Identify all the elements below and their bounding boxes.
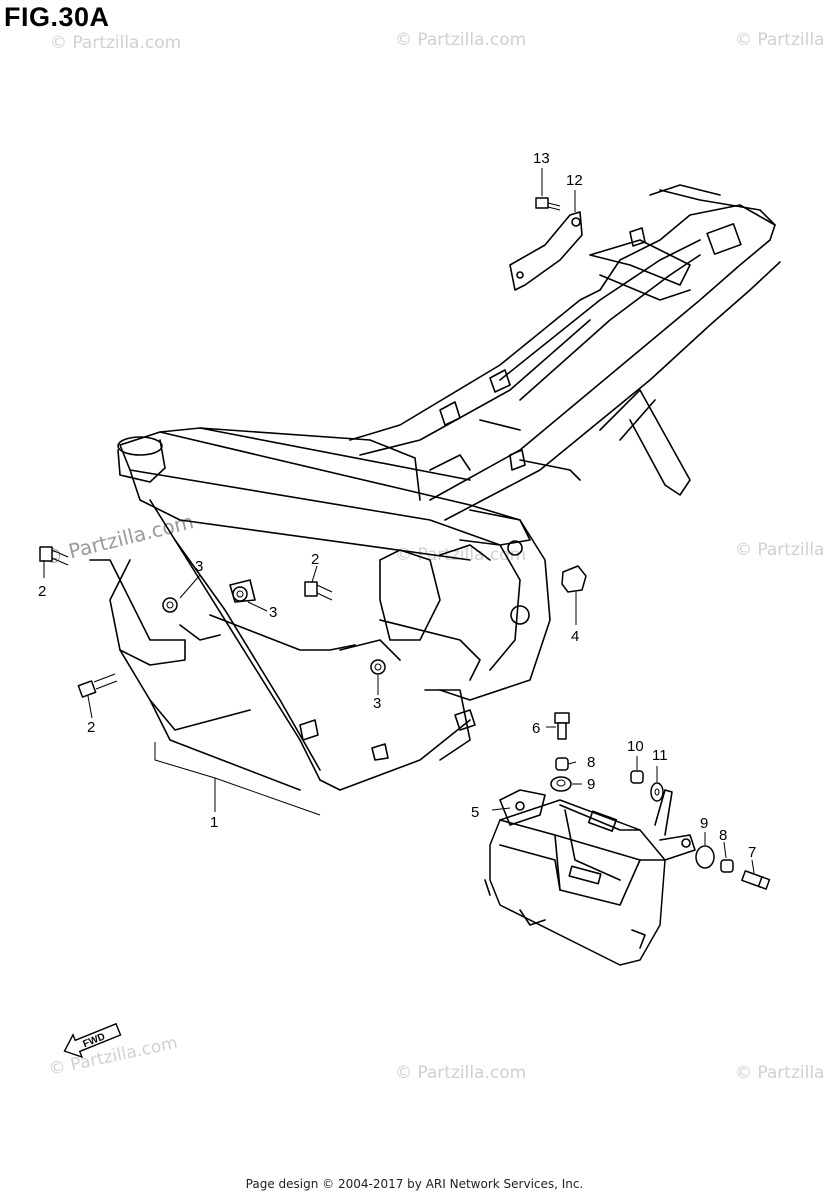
bolt-2-icon	[77, 673, 118, 698]
holder-fasteners	[550, 712, 771, 890]
callout-labels: 13 12 2 2 3 3 3 4 2 1 5 6 8 9 10 11 9 8 …	[38, 150, 756, 861]
nut-10-icon	[630, 770, 644, 784]
watermark: © Partzilla.com	[40, 509, 196, 570]
callout-3: 3	[269, 604, 277, 621]
callout-9: 9	[700, 815, 708, 832]
fwd-arrow-icon	[63, 1022, 122, 1059]
battery-holder-drawing	[484, 789, 696, 966]
callout-6: 6	[532, 720, 540, 737]
watermark: © Partzilla	[735, 1063, 824, 1083]
callout-3: 3	[195, 558, 203, 575]
bolt-13-icon	[535, 197, 561, 211]
watermark: © Partzilla	[735, 30, 824, 50]
grommet-9-icon	[550, 776, 572, 792]
callout-3: 3	[373, 695, 381, 712]
callout-10: 10	[627, 738, 644, 755]
fwd-label: FWD	[82, 1031, 107, 1050]
figure-title: FIG.30A	[4, 2, 110, 32]
callout-2: 2	[87, 719, 95, 736]
cap-4-icon	[561, 565, 587, 593]
callout-7: 7	[748, 844, 756, 861]
callout-13: 13	[533, 150, 550, 167]
exploded-parts-diagram: © Partzilla.com © Partzilla.com © Partzi…	[38, 30, 824, 1083]
frame-drawing	[89, 184, 781, 791]
callout-2: 2	[38, 583, 46, 600]
callout-9: 9	[587, 776, 595, 793]
fwd-marker: FWD	[63, 1022, 122, 1059]
frame-fasteners	[39, 197, 587, 698]
callout-5: 5	[471, 804, 479, 821]
washer-11-icon	[650, 782, 664, 802]
callout-8: 8	[587, 754, 595, 771]
watermarks: © Partzilla.com © Partzilla.com © Partzi…	[40, 30, 824, 1083]
bolt-2-icon	[39, 546, 69, 566]
callout-1: 1	[210, 814, 218, 831]
nut-3-icon	[370, 659, 386, 675]
callout-8: 8	[719, 827, 727, 844]
bolt-7-icon	[741, 870, 771, 890]
watermark: © Partzilla.com	[47, 1033, 179, 1080]
watermark: © Partzilla.com	[50, 33, 181, 53]
leader-lines	[43, 168, 755, 874]
nut-3-icon	[162, 597, 178, 613]
callout-12: 12	[566, 172, 583, 189]
page-footer: Page design © 2004-2017 by ARI Network S…	[245, 1177, 584, 1191]
bolt-2-icon	[304, 581, 333, 601]
watermark: © Partzilla.com	[395, 30, 526, 50]
grommet-9-icon	[695, 845, 715, 869]
callout-4: 4	[571, 628, 579, 645]
bolt-6-icon	[554, 712, 570, 740]
collar-8-icon	[555, 757, 569, 771]
nut-3-icon	[232, 586, 248, 602]
watermark: © Partzilla	[735, 540, 824, 560]
callout-2: 2	[311, 551, 319, 568]
collar-8-icon	[720, 859, 734, 873]
callout-11: 11	[652, 747, 668, 764]
watermark: © Partzilla.com	[395, 1063, 526, 1083]
